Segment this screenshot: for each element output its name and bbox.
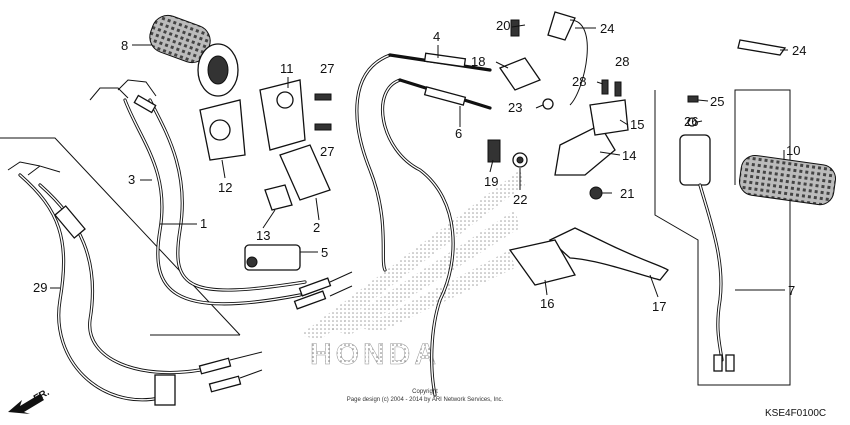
callout-7: 7 bbox=[788, 283, 795, 298]
callout-16: 16 bbox=[540, 296, 554, 311]
callout-4: 4 bbox=[433, 29, 440, 44]
screws-27 bbox=[314, 93, 332, 131]
cable-band-24 bbox=[737, 39, 787, 56]
left-grip-10 bbox=[738, 154, 837, 206]
callout-20: 20 bbox=[496, 18, 510, 33]
copyright-line2: Page design (c) 2004 - 2014 by ARI Netwo… bbox=[347, 397, 504, 403]
honda-wing-watermark: HONDA bbox=[300, 170, 525, 371]
callout-27a: 27 bbox=[320, 61, 334, 76]
callout-19: 19 bbox=[484, 174, 498, 189]
front-arrow: FR. bbox=[8, 387, 52, 414]
callout-24b: 24 bbox=[792, 43, 806, 58]
front-label: FR. bbox=[32, 387, 52, 405]
callout-15: 15 bbox=[630, 117, 644, 132]
callout-10: 10 bbox=[786, 143, 800, 158]
clutch-lever-bracket bbox=[499, 11, 629, 176]
watermark-text: HONDA bbox=[310, 338, 440, 371]
callout-13: 13 bbox=[256, 228, 270, 243]
callout-12: 12 bbox=[218, 180, 232, 195]
callout-28b: 28 bbox=[572, 74, 586, 89]
switch-16 bbox=[508, 239, 576, 286]
callout-14: 14 bbox=[622, 148, 636, 163]
callout-17: 17 bbox=[652, 299, 666, 314]
callout-29: 29 bbox=[33, 280, 47, 295]
callout-6: 6 bbox=[455, 126, 462, 141]
kill-switch-7 bbox=[679, 95, 735, 372]
clutch-cables bbox=[355, 52, 492, 397]
diagram-code: KSE4F0100C bbox=[765, 408, 826, 419]
callout-21: 21 bbox=[620, 186, 634, 201]
throttle-housing bbox=[199, 79, 306, 161]
callout-2: 2 bbox=[313, 220, 320, 235]
boot-and-holder bbox=[244, 144, 331, 271]
bolts-nuts bbox=[487, 139, 603, 200]
cable-set-29 bbox=[7, 161, 263, 406]
callout-1: 1 bbox=[200, 216, 207, 231]
callout-25: 25 bbox=[710, 94, 724, 109]
callout-11: 11 bbox=[280, 61, 294, 76]
callout-23: 23 bbox=[508, 100, 522, 115]
throttle-grip-8 bbox=[149, 14, 239, 97]
callout-26: 26 bbox=[684, 114, 698, 129]
assembly-frames bbox=[0, 89, 791, 386]
callout-3: 3 bbox=[128, 172, 135, 187]
throttle-cables bbox=[89, 79, 353, 310]
callout-28a: 28 bbox=[615, 54, 629, 69]
callout-24a: 24 bbox=[600, 21, 614, 36]
callout-18: 18 bbox=[471, 54, 485, 69]
callout-labels: 8 11 27 27 3 12 1 2 13 5 29 4 6 18 20 23… bbox=[33, 18, 806, 314]
callout-5: 5 bbox=[321, 245, 328, 260]
leader-lines bbox=[50, 24, 788, 298]
callout-27b: 27 bbox=[320, 144, 334, 159]
callout-22: 22 bbox=[513, 192, 527, 207]
callout-8: 8 bbox=[121, 38, 128, 53]
copyright-line1: Copyright bbox=[412, 389, 438, 395]
clutch-lever-17 bbox=[548, 227, 669, 281]
